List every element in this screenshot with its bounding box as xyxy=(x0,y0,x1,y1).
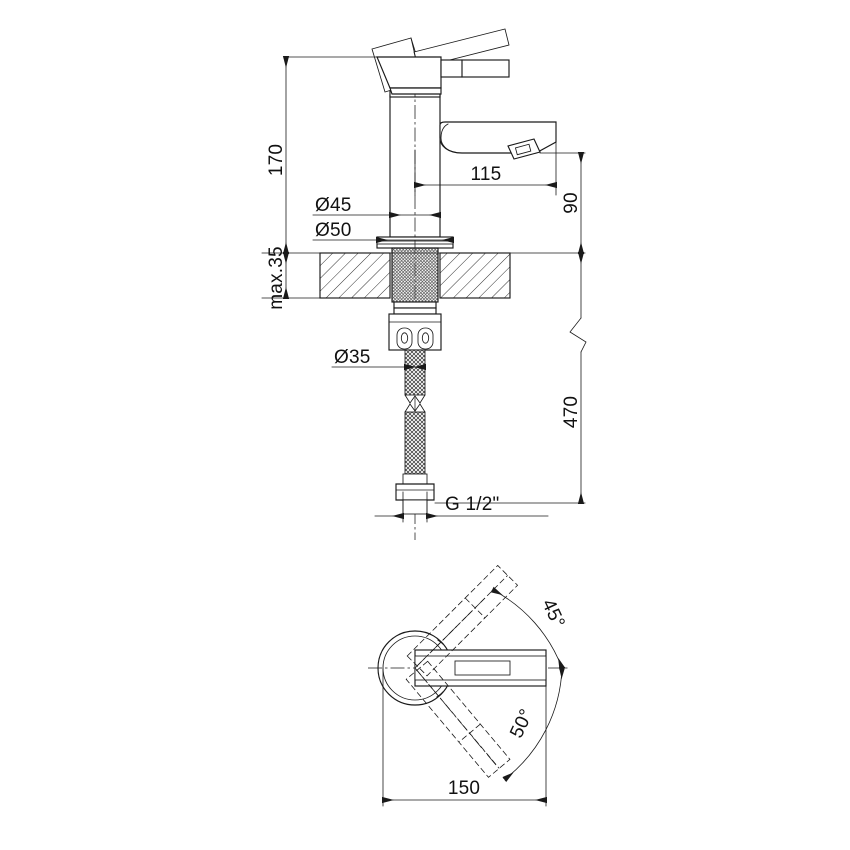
bracket-stud-hole-left xyxy=(400,332,409,344)
dimension-115: 115 xyxy=(414,139,557,196)
dim-break-470 xyxy=(569,317,587,353)
hose-lower-braid xyxy=(405,412,425,474)
dimension-max35: max.35 xyxy=(266,246,290,310)
shank-thread-texture xyxy=(392,248,438,302)
elevation-view: 170 max.35 Ø45 Ø50 Ø35 xyxy=(261,28,587,540)
shank-washer-1 xyxy=(393,301,437,309)
dimension-170: 170 xyxy=(266,56,436,254)
dim-label-d50: Ø50 xyxy=(315,220,352,241)
dimension-thread: G 1/2" xyxy=(374,491,549,523)
dim-label-max35: max.35 xyxy=(266,246,287,310)
hose-ferrule xyxy=(402,473,428,485)
dimension-90: 90 xyxy=(539,152,586,254)
dim-label-170: 170 xyxy=(266,144,287,176)
hose-upper-outline xyxy=(404,349,426,396)
plan-radial-45 xyxy=(414,597,486,669)
dimension-d45: Ø45 xyxy=(312,195,441,219)
shank-washer-2 xyxy=(393,307,437,315)
lever-handle xyxy=(371,28,510,95)
dim-label-d45: Ø45 xyxy=(315,195,352,216)
fixing-bracket xyxy=(388,313,442,351)
dim-label-thread: G 1/2" xyxy=(445,494,499,515)
plan-hub-tick-lower xyxy=(436,691,444,698)
flexible-hose xyxy=(395,349,435,515)
dimension-d50: Ø50 xyxy=(312,220,454,244)
aerator-insert xyxy=(514,143,532,156)
dimension-470: 470 xyxy=(434,252,587,504)
bracket-body xyxy=(388,313,442,351)
mounting-deck xyxy=(261,252,586,299)
dimension-d35: Ø35 xyxy=(331,347,426,371)
handle-lever xyxy=(440,59,510,78)
threaded-shank xyxy=(391,247,439,315)
handle-cap-skirt xyxy=(389,87,442,95)
dimension-150: 150 xyxy=(382,667,547,807)
plan-radial-50 xyxy=(414,667,497,766)
spout xyxy=(439,121,557,160)
hose-break-lower xyxy=(404,403,426,413)
hose-break-upper xyxy=(404,394,426,404)
arc-line-45 xyxy=(490,586,566,671)
plan-view: 45° 50° 150 xyxy=(368,564,570,807)
bracket-stud-hole-right xyxy=(421,332,430,344)
spout-inner-radius xyxy=(440,123,456,153)
dim-label-470: 470 xyxy=(561,396,582,428)
dim-label-115: 115 xyxy=(471,164,502,185)
dim-label-90: 90 xyxy=(561,192,582,214)
plan-hub-tick-upper xyxy=(437,639,444,645)
deck-hatch-right xyxy=(440,253,510,298)
hose-upper-braid xyxy=(405,350,425,395)
hose-thread-tail xyxy=(402,499,428,515)
hose-hex-nut xyxy=(395,483,435,501)
dim-label-150: 150 xyxy=(448,778,480,799)
plan-aerator-outline xyxy=(454,660,511,676)
dim-label-d35: Ø35 xyxy=(334,347,371,368)
deck-hatch-left xyxy=(320,253,390,298)
